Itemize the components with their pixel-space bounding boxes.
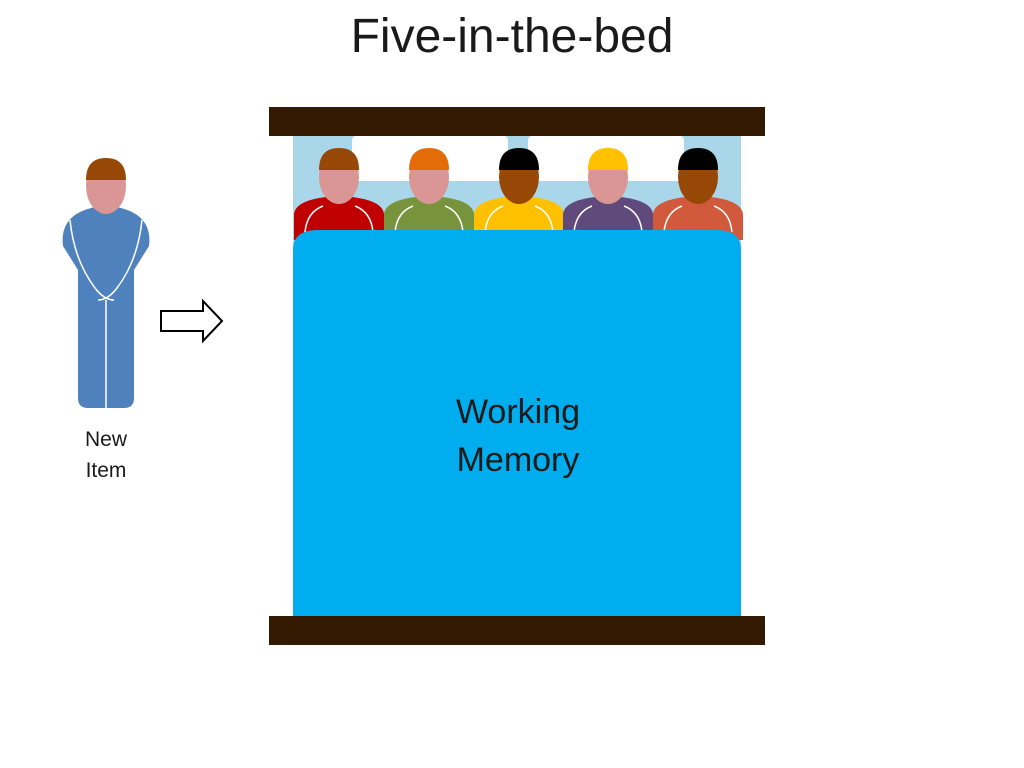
- new-item-label: New Item: [56, 424, 156, 486]
- sleeper-arm-line: [354, 205, 374, 233]
- sleeper-3: [474, 148, 564, 240]
- sleeper-arm-line: [663, 205, 683, 233]
- sleeper-shirt: [653, 196, 743, 240]
- sleeper-hair: [588, 148, 628, 170]
- working-memory-label: Working Memory: [368, 388, 668, 484]
- sleeper-arm-line: [534, 205, 554, 233]
- new-item-label-line2: Item: [85, 459, 127, 482]
- sleeper-hair: [409, 148, 449, 170]
- new-item-figure: [62, 158, 150, 408]
- bed: [269, 107, 765, 645]
- sleeper-shirt: [294, 196, 384, 240]
- new-item-arm-left: [69, 219, 115, 301]
- sleepers: [294, 148, 743, 240]
- sleeper-5: [653, 148, 743, 240]
- sleeper-arm-line: [573, 205, 593, 233]
- insert-arrow: [160, 298, 224, 344]
- footboard-bar: [269, 616, 765, 645]
- sleeper-arm-line: [444, 205, 464, 233]
- sleeper-shirt: [563, 196, 653, 240]
- sleeper-shirt: [384, 196, 474, 240]
- sleeper-hair: [678, 148, 718, 170]
- sleeper-hair: [499, 148, 539, 170]
- sleeper-2: [384, 148, 474, 240]
- sleeper-arm-line: [713, 205, 733, 233]
- sleeper-4: [563, 148, 653, 240]
- sleeper-arm-line: [484, 205, 504, 233]
- sleeper-shirt: [474, 196, 564, 240]
- sleeper-arm-line: [623, 205, 643, 233]
- sleeper-arm-line: [304, 205, 324, 233]
- headboard-bar: [269, 107, 765, 136]
- sleeper-arm-line: [394, 205, 414, 233]
- working-memory-label-line1: Working: [455, 393, 581, 431]
- sleeper-hair: [319, 148, 359, 170]
- working-memory-label-line2: Memory: [456, 441, 580, 479]
- new-item-arm-right: [97, 219, 143, 301]
- new-item-hair: [86, 158, 126, 180]
- slide-title: Five-in-the-bed: [350, 10, 674, 63]
- blanket: [293, 230, 741, 616]
- new-item-label-line1: New: [84, 428, 127, 451]
- sleeper-1: [294, 148, 384, 240]
